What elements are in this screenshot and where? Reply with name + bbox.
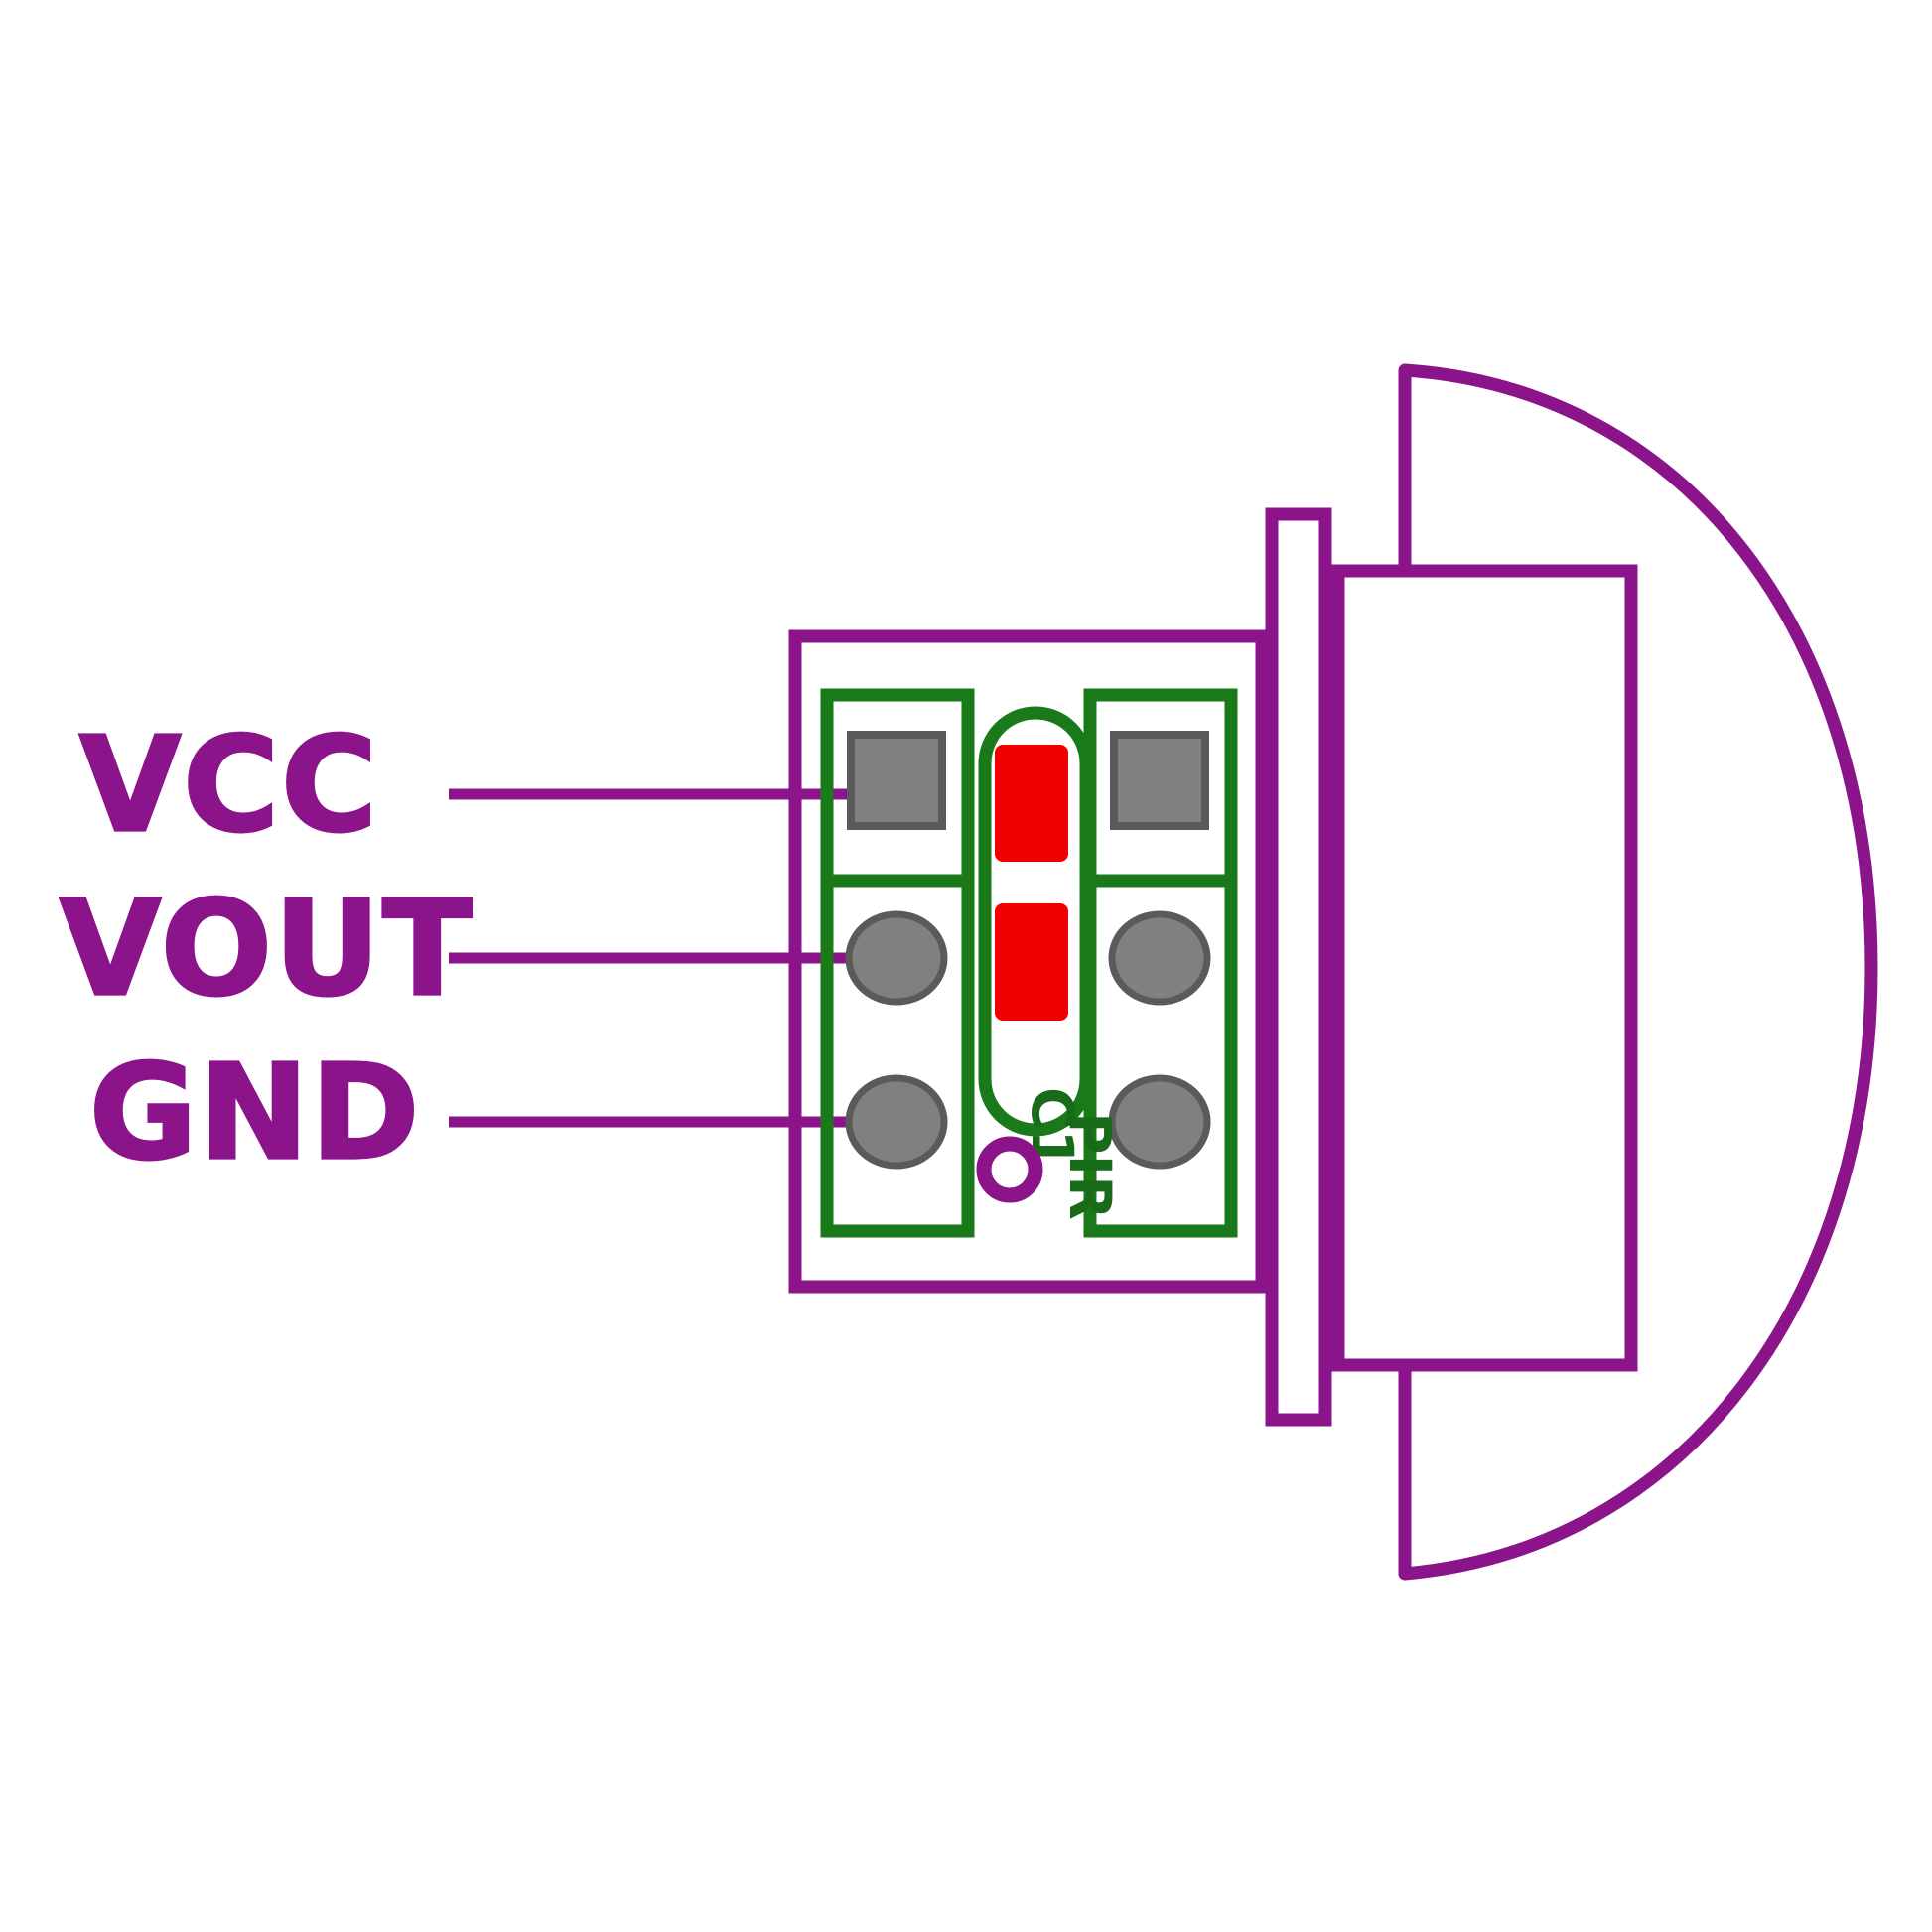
- lead-line-group: [449, 788, 894, 1128]
- pin-label-vcc: VCC: [79, 709, 379, 862]
- pir-sensor-can: [1331, 564, 1638, 1372]
- pin-label-group: VCC VOUT GND: [59, 708, 474, 1191]
- mounting-hole: [976, 1136, 1043, 1203]
- pir-sensor-flange: [1265, 507, 1332, 1427]
- capacitor-c1-group: [978, 706, 1093, 1137]
- dome-arc: [1398, 363, 1878, 1581]
- right-round-pad-middle: [1108, 910, 1211, 1006]
- pir-sensor-dome: [1398, 363, 1878, 1581]
- right-pad-group: [1083, 688, 1238, 1238]
- left-silkscreen-outline: [820, 688, 975, 1238]
- right-round-pad-bottom: [1108, 1074, 1211, 1170]
- capacitor-outline: [978, 706, 1093, 1137]
- capacitor-terminal-bottom: [995, 903, 1068, 1021]
- left-round-pad-middle: [845, 910, 948, 1006]
- left-pad-group: [820, 688, 975, 1238]
- pcb-outline: [788, 629, 1269, 1294]
- left-round-pad-bottom: [845, 1074, 948, 1170]
- pin-label-vout: VOUT: [60, 873, 474, 1026]
- silkscreen-label-pir: PIR: [1056, 1112, 1124, 1220]
- left-square-pad: [847, 731, 946, 830]
- pin-label-gnd: GND: [89, 1036, 421, 1189]
- capacitor-terminal-top: [995, 745, 1068, 862]
- right-square-pad: [1110, 731, 1209, 830]
